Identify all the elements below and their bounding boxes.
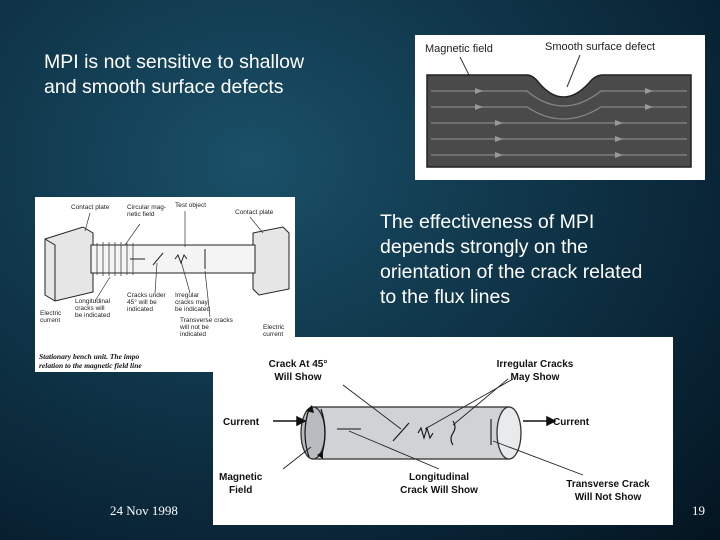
surface-defect-drawing: Magnetic field Smooth surface defect [425,41,692,168]
label-crack-45: Crack At 45°Will Show [269,359,328,383]
label-current-right: Current [553,417,590,428]
label-test-object: Test object [175,202,206,209]
footer-date: 24 Nov 1998 [110,503,178,518]
text-shallow-defects: MPI is not sensitive to shallow and smoo… [44,51,305,98]
bench-unit-drawing: Contact plate Circular mag-netic field T… [39,202,290,370]
label-contact-plate-right: Contact plate [235,209,274,216]
text-crack-orientation: The effectiveness of MPI depends strongl… [380,211,643,308]
label-magnetic-field: Magnetic field [425,43,493,55]
label-current-left: Current [223,417,260,428]
label-contact-plate-left: Contact plate [71,204,110,211]
figure-surface-defect: Magnetic field Smooth surface defect [415,35,705,180]
label-smooth-defect: Smooth surface defect [545,41,655,53]
page-number: 19 [692,503,705,518]
label-circular-field: Circular mag-netic field [127,204,166,218]
